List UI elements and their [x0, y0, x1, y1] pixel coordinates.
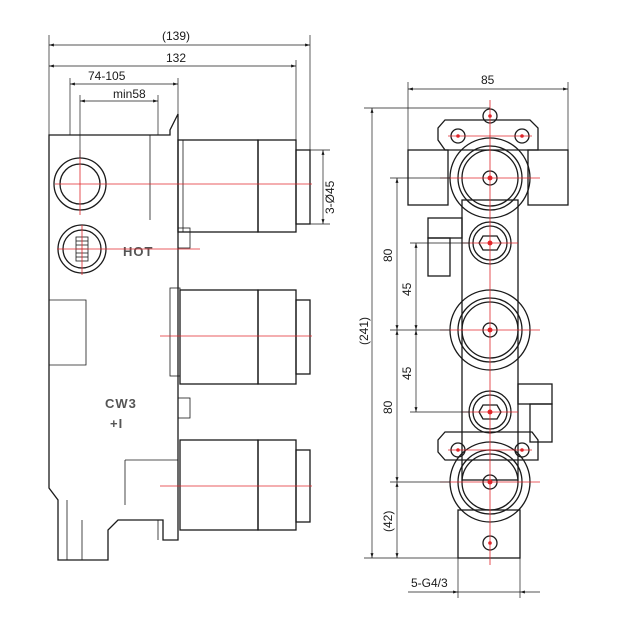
dim-spindle: 3-Ø45 [323, 180, 337, 214]
dim-upper-pitch: 80 [381, 248, 395, 262]
cartridge-top [177, 139, 311, 233]
dim-mid-lower: 45 [400, 366, 414, 380]
valve-body-outline [48, 113, 179, 561]
dim-width: 85 [481, 73, 495, 87]
dim-range: 74-105 [88, 69, 126, 83]
dim-min: min58 [113, 87, 146, 101]
dim-ports: 5-G4/3 [411, 576, 448, 590]
dim-overall-height: (241) [357, 317, 371, 345]
dim-lower-pitch: 80 [381, 400, 395, 414]
front-view: 85 (241) 80 80 45 45 (42) 5-G4/3 [357, 73, 569, 598]
cartridge-bottom [179, 439, 311, 531]
dim-mid-upper: 45 [400, 282, 414, 296]
cw3-label: CW3 [105, 396, 137, 411]
cartridge-middle [179, 289, 311, 385]
sign-label: +I [110, 416, 123, 431]
hot-label: HOT [123, 244, 153, 259]
dim-bottom-offset: (42) [381, 511, 395, 532]
dim-body-depth: 132 [166, 51, 186, 65]
side-view: HOT CW3 +I [48, 29, 337, 561]
dim-overall: (139) [162, 29, 190, 43]
